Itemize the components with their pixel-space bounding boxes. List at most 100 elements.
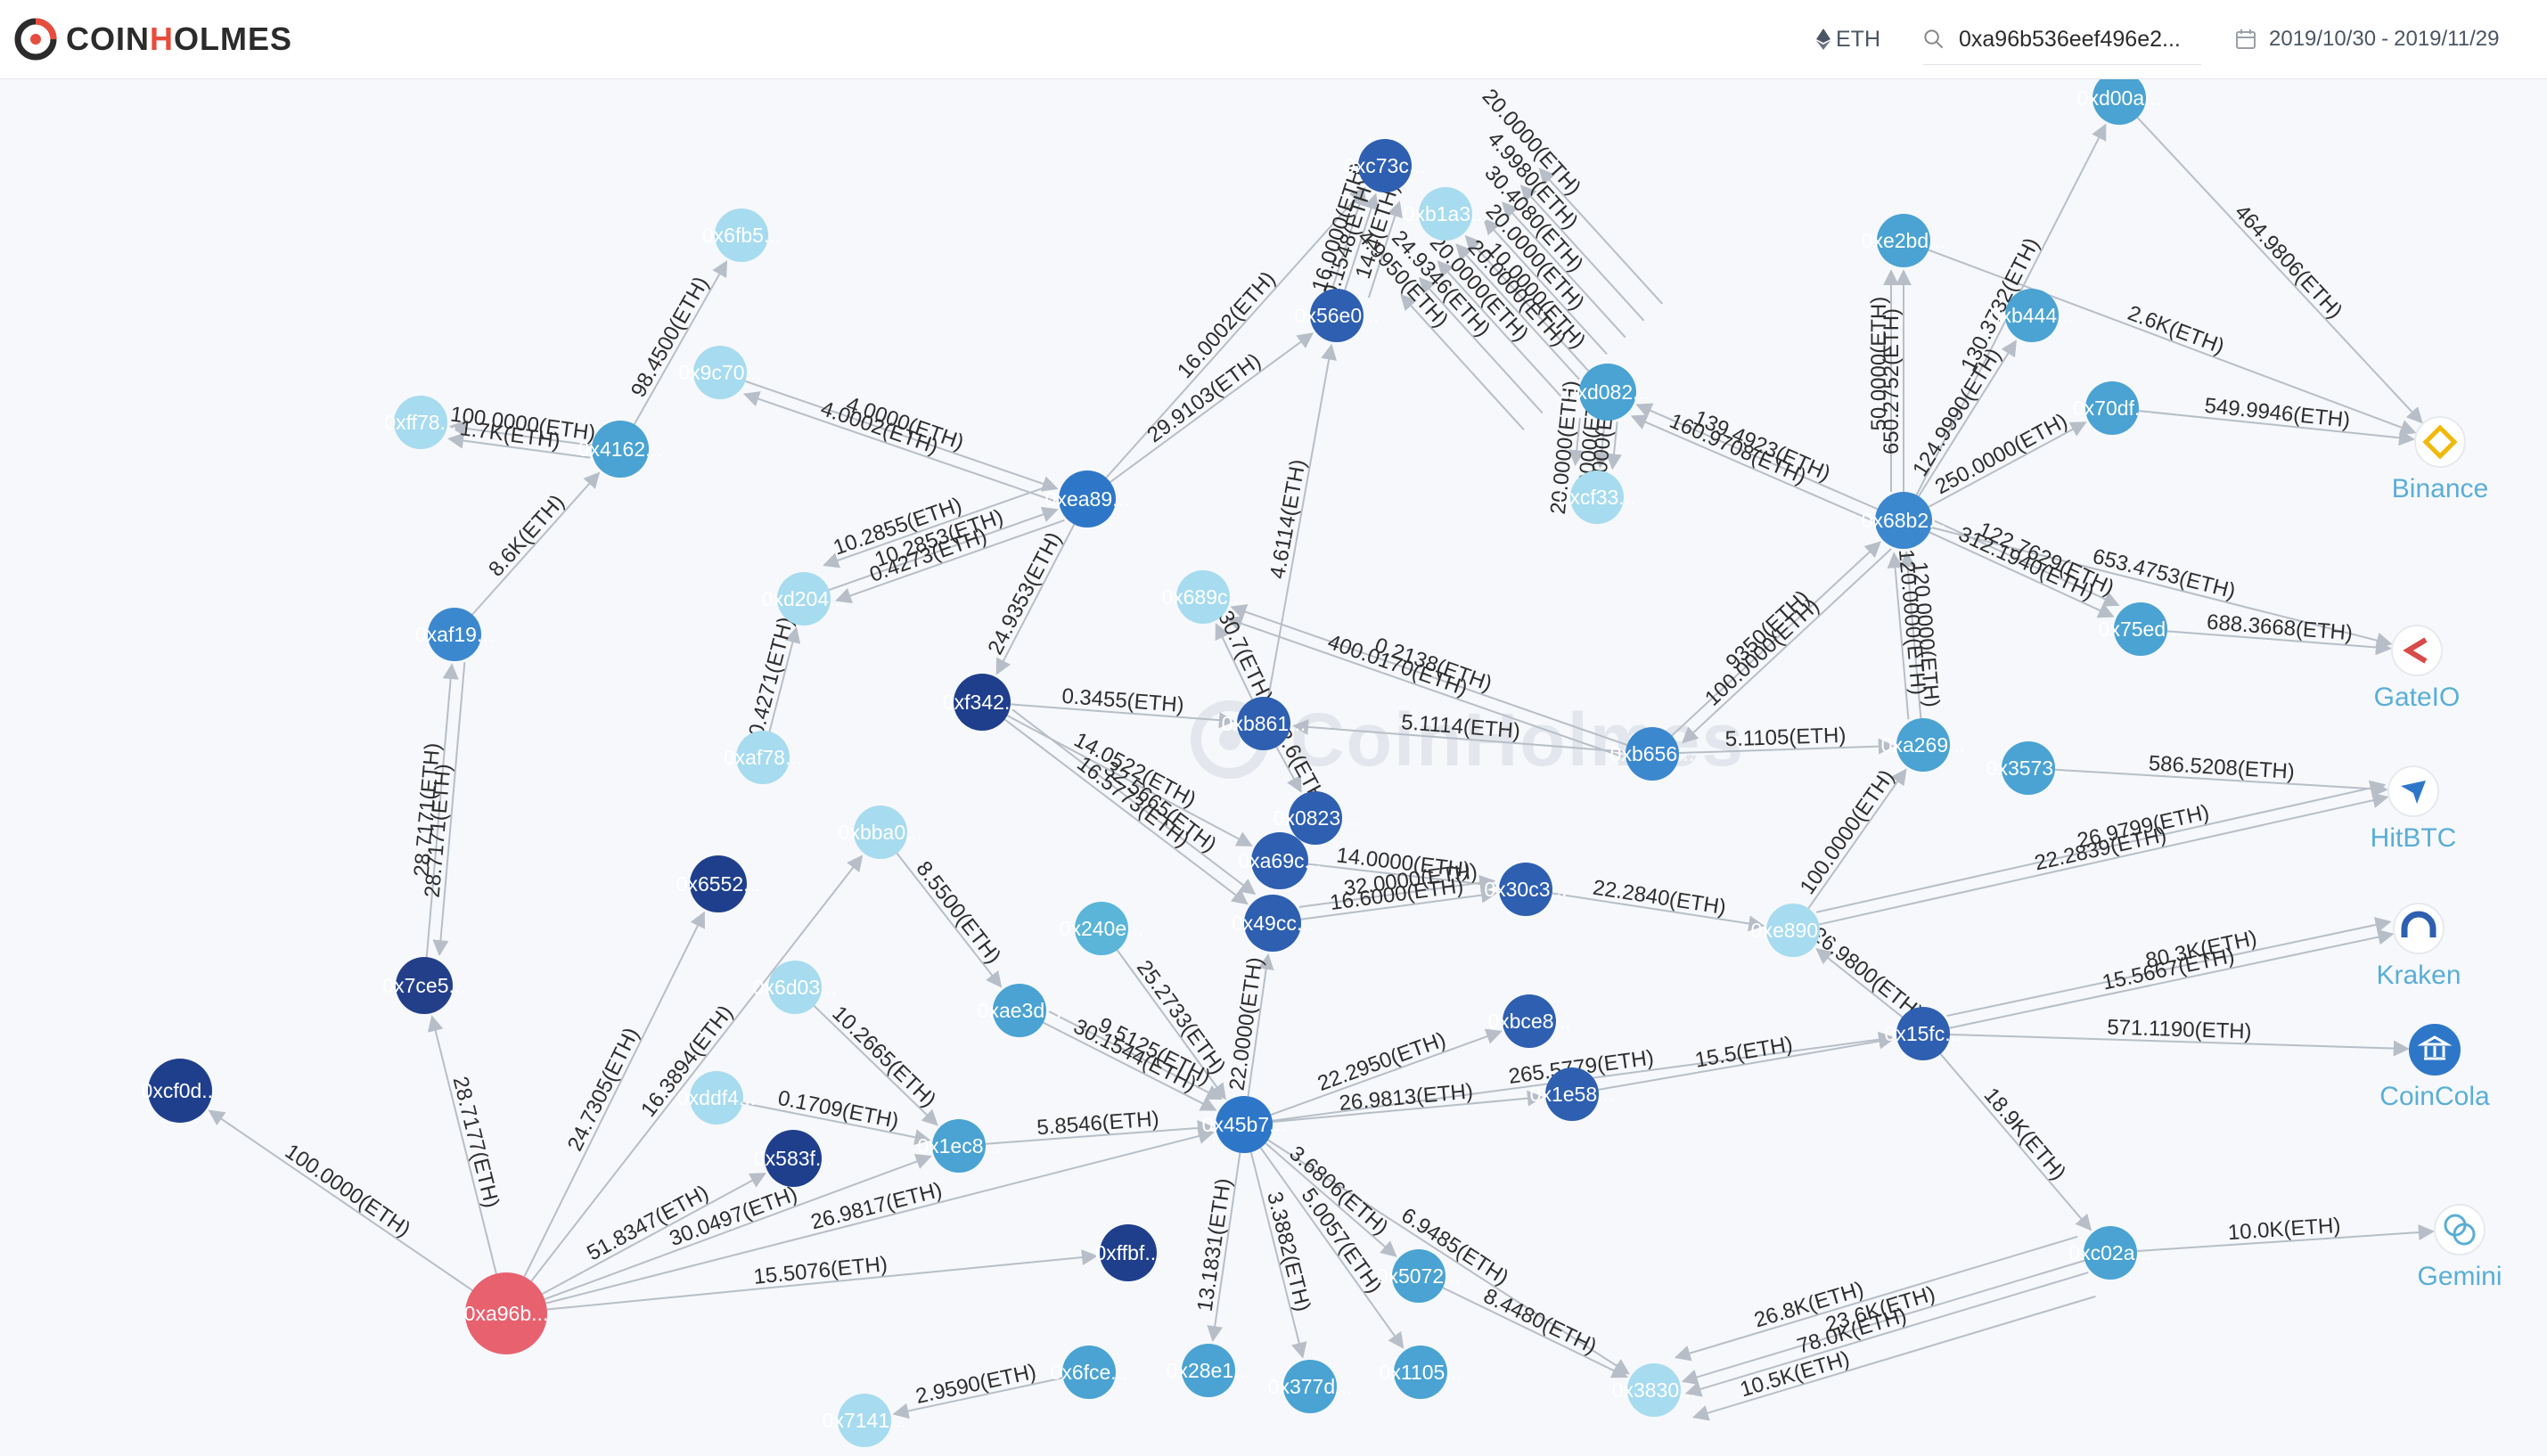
edge-0x68b2-0x70df[interactable]: [1928, 421, 2087, 508]
address-node-circle[interactable]: [690, 855, 747, 912]
edge-0xa69c-0x30c3[interactable]: [1307, 863, 1498, 893]
address-node-0x6552[interactable]: 0x6552...: [676, 855, 761, 912]
address-node-circle[interactable]: [2002, 741, 2055, 795]
address-node-circle[interactable]: [428, 608, 481, 661]
hitbtc-icon[interactable]: [2387, 765, 2439, 817]
edge-0xa269-0x68b2[interactable]: [1899, 551, 1922, 719]
edge-0x75ed-gateio[interactable]: [2166, 630, 2392, 656]
edge-0x15fc-kraken[interactable]: [1946, 917, 2392, 1018]
address-node-circle[interactable]: [736, 731, 790, 784]
address-node-0x240e[interactable]: 0x240e...: [1060, 902, 1144, 955]
address-node-0x7141[interactable]: 0x7141...: [823, 1394, 907, 1447]
address-node-0x15fc[interactable]: 0x15fc...: [1885, 1007, 1962, 1060]
exchange-gateio[interactable]: GateIO: [2374, 625, 2461, 712]
address-node-circle[interactable]: [2114, 602, 2167, 656]
address-search[interactable]: [1923, 14, 2201, 65]
address-node-circle[interactable]: [1579, 364, 1636, 421]
edge-0x56e0-0xc73c[interactable]: [1344, 192, 1380, 290]
edge-0x45b7-0x3830[interactable]: [1267, 1139, 1630, 1375]
address-node-0xa69c[interactable]: 0xa69c...: [1238, 832, 1322, 889]
edge-0xea89-0xc73c[interactable]: [1105, 187, 1366, 479]
edge-0xb656-0xb861[interactable]: [1292, 718, 1626, 753]
address-node-0xff78[interactable]: 0xff78...: [384, 396, 457, 449]
address-node-circle[interactable]: [690, 1071, 743, 1125]
address-node-0x0823[interactable]: 0x0823...: [1274, 791, 1358, 845]
coincola-icon[interactable]: [2409, 1024, 2461, 1076]
edge-0xb656-0x68b2[interactable]: [1671, 541, 1881, 737]
address-node-circle[interactable]: [715, 209, 768, 262]
edge-0xe890-hitbtc[interactable]: [1819, 792, 2389, 926]
address-node-0x49cc[interactable]: 0x49cc...: [1232, 895, 1314, 952]
edge-0xae3d-0x45b7[interactable]: [1048, 1010, 1223, 1100]
address-search-input[interactable]: [1957, 25, 2201, 53]
edge-0xe890-hitbtc[interactable]: [1815, 780, 2387, 913]
edge-0xd082-0xcf33[interactable]: [1568, 417, 1585, 467]
edge-0x68b2-gateio[interactable]: [1930, 526, 2393, 649]
edge-0x9c70-0xea89[interactable]: [745, 380, 1059, 492]
address-node-circle[interactable]: [1626, 727, 1679, 781]
edge-0x7ce5-0xaf19[interactable]: [425, 663, 459, 958]
edge-0xd082-0xb1a3[interactable]: [1538, 168, 1664, 305]
edge-0xa96b-0xcf0d[interactable]: [208, 1109, 473, 1291]
coinholmes-logo[interactable]: COINHOLMES: [12, 14, 292, 64]
edge-0x68b2-0xb656[interactable]: [1682, 548, 1892, 744]
address-node-0xea89[interactable]: 0xea89...: [1045, 470, 1130, 528]
address-node-circle[interactable]: [768, 961, 822, 1014]
edge-0x70df-binance[interactable]: [2138, 410, 2415, 446]
edge-0xf342-0x49cc[interactable]: [1003, 718, 1249, 905]
edge-0xea89-0x9c70[interactable]: [742, 391, 1057, 503]
edge-0xb861-0x0823[interactable]: [1275, 746, 1302, 793]
coin-selector[interactable]: ETH: [1816, 21, 1880, 57]
edge-0xd082-0xb1a3[interactable]: [1418, 276, 1544, 414]
address-node-circle[interactable]: [592, 421, 649, 478]
address-node-circle[interactable]: [1283, 1360, 1337, 1413]
address-node-0x6fb5[interactable]: 0x6fb5...: [702, 209, 781, 262]
address-node-circle[interactable]: [1877, 214, 1930, 267]
address-node-circle[interactable]: [993, 984, 1046, 1037]
edge-0x68b2-0xd082[interactable]: [1630, 414, 1873, 522]
address-node-0xd082[interactable]: 0xd082...: [1566, 364, 1650, 421]
address-node-circle[interactable]: [1419, 187, 1472, 241]
edge-0xd082-0xb1a3[interactable]: [1502, 201, 1626, 339]
address-node-circle[interactable]: [1182, 1344, 1235, 1397]
address-node-circle[interactable]: [1251, 832, 1308, 889]
address-node-circle[interactable]: [1059, 470, 1116, 528]
address-node-circle[interactable]: [1216, 1096, 1273, 1153]
edge-0xb861-0x689c[interactable]: [1215, 623, 1253, 700]
address-node-0x3573[interactable]: 0x3573...: [1986, 741, 2071, 795]
address-node-circle[interactable]: [2005, 289, 2059, 342]
edge-0xd082-0xb1a3[interactable]: [1483, 217, 1608, 356]
address-node-0xb1a3[interactable]: 0xb1a3...: [1404, 187, 1488, 241]
edge-0xa96b-0x45b7[interactable]: [545, 1128, 1215, 1305]
edge-0xd082-0xb1a3[interactable]: [1455, 243, 1580, 380]
address-node-0xb656[interactable]: 0xb656...: [1610, 727, 1695, 781]
edge-0x1e58-0x15fc[interactable]: [1598, 1033, 1896, 1091]
address-node-0x75ed[interactable]: 0x75ed...: [2099, 602, 2183, 656]
edge-0xa96b-0xbba0[interactable]: [530, 855, 864, 1282]
edge-0xea89-0x56e0[interactable]: [1110, 332, 1314, 483]
address-node-0x4162[interactable]: 0x4162...: [578, 421, 663, 478]
address-node-circle[interactable]: [1394, 1346, 1447, 1399]
address-node-0xffbf[interactable]: 0xffbf...: [1094, 1224, 1162, 1281]
edge-0xc02a-gemini[interactable]: [2136, 1224, 2435, 1253]
edge-0x45b7-0x1e58[interactable]: [1272, 1090, 1544, 1124]
edge-0x45b7-0xbce8[interactable]: [1270, 1028, 1503, 1117]
address-node-circle[interactable]: [394, 396, 447, 449]
edge-0x15fc-0xe890[interactable]: [1815, 948, 1904, 1018]
edge-0xc02a-0x3830[interactable]: [1674, 1235, 2078, 1362]
edge-0x45b7-0x1105[interactable]: [1259, 1147, 1405, 1349]
binance-icon[interactable]: [2414, 416, 2466, 468]
address-node-circle[interactable]: [1875, 492, 1932, 549]
edge-0x4162-0xff78[interactable]: [447, 432, 591, 459]
edge-0x56e0-0xc73c[interactable]: [1331, 189, 1367, 287]
edge-0xd082-0xb1a3[interactable]: [1464, 234, 1590, 372]
edge-0x68b2-0x75ed[interactable]: [1934, 519, 2120, 607]
address-node-circle[interactable]: [1766, 904, 1820, 957]
edge-0x15fc-kraken[interactable]: [1949, 928, 2395, 1029]
edge-0xa96b-0x583f[interactable]: [541, 1173, 766, 1296]
edge-0x30c3-0xe890[interactable]: [1552, 892, 1765, 932]
edge-0x3573-hitbtc[interactable]: [2054, 768, 2388, 798]
address-node-circle[interactable]: [1244, 895, 1301, 952]
address-node-0x583f[interactable]: 0x583f...: [754, 1130, 832, 1187]
address-node-0x377d[interactable]: 0x377d...: [1268, 1360, 1353, 1413]
